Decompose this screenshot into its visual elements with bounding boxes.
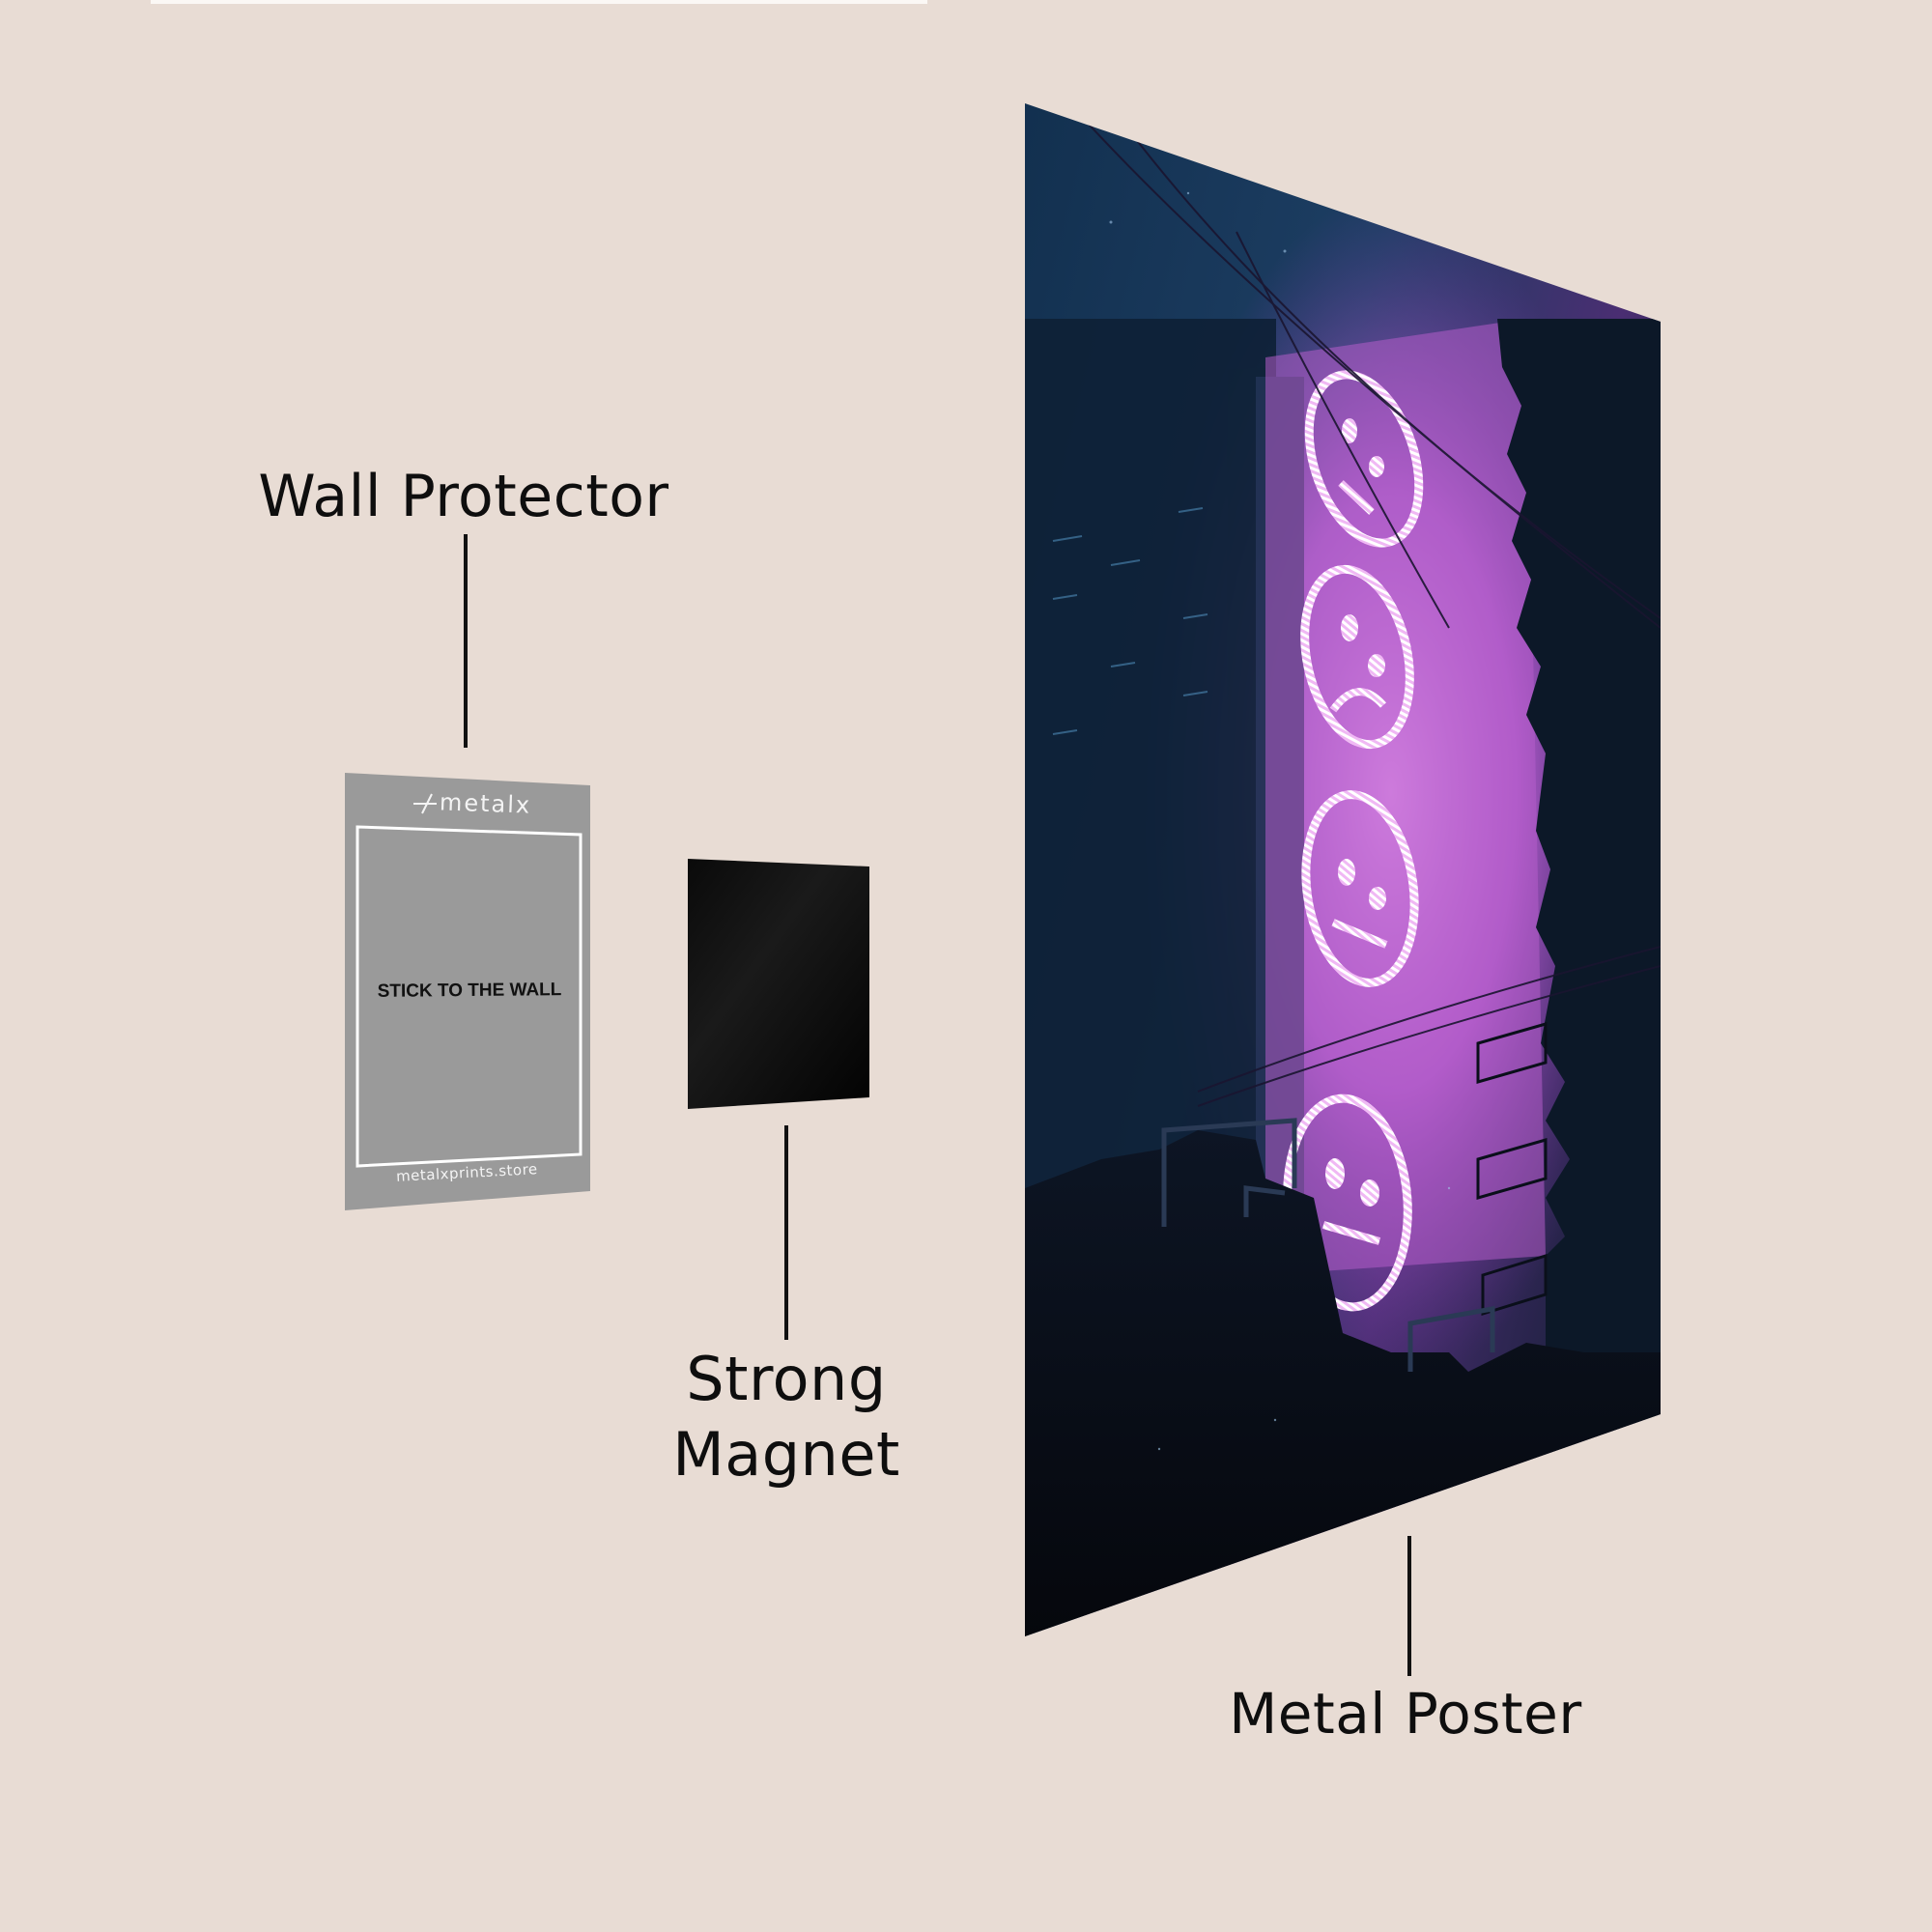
top-edge-strip [151,0,927,4]
magnet-leader-line [784,1125,788,1340]
wall-protector-label: Wall Protector [258,463,669,530]
left-buildings [1025,319,1304,1246]
poster-leader-line [1407,1536,1411,1676]
strong-magnet-label-line2: Magnet [672,1419,900,1490]
metal-poster-label: Metal Poster [1229,1681,1582,1747]
metalx-logo-icon [413,793,437,814]
right-building [1497,319,1661,1414]
wall-protector-leader-line [464,534,468,748]
strong-magnet-label-line1: Strong [686,1344,887,1414]
